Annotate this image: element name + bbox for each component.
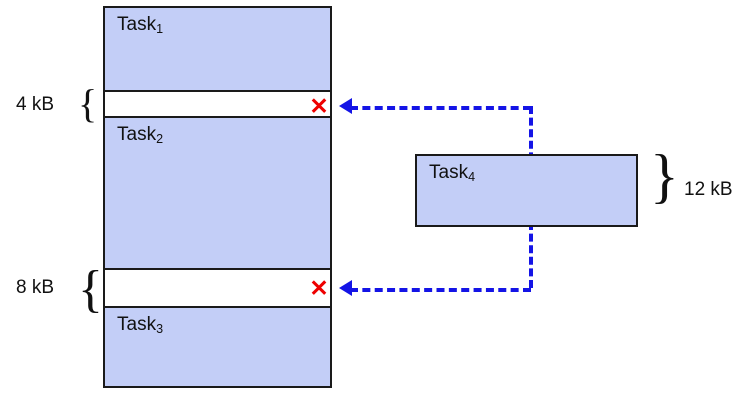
arrowhead-to-8kb-gap [339,280,352,296]
task2-bottom-edge [105,268,330,270]
memory-block-free-8kb [105,270,330,308]
memory-block-task2: Task2 [105,118,330,270]
incoming-task4-box: Task4 [415,154,638,227]
brace-4kb: { [78,81,98,126]
size-label-12kb: 12 kB [684,179,733,200]
memory-block-task3: Task3 [105,308,330,386]
arrowhead-to-4kb-gap [339,98,352,114]
task4-index: 4 [468,169,476,184]
brace-12kb: } [650,143,679,209]
task1-index: 1 [156,21,164,36]
incoming-task4-label: Task4 [429,162,475,184]
connector-arm-bottom [350,288,531,292]
task4-name: Task [429,162,469,183]
task1-bottom-edge [105,90,330,92]
size-label-4kb: 4 kB [16,94,55,115]
memory-block-free-4kb [105,92,330,118]
memory-block-task3-label: Task3 [117,314,163,336]
task3-name: Task [117,314,157,335]
task2-index: 2 [156,131,164,146]
task3-index: 3 [156,321,164,336]
reject-x-icon-4kb: ✕ [309,93,329,119]
memory-block-task1-label: Task1 [117,14,163,36]
brace-8kb: { [78,261,103,318]
free4kb-bottom-edge [105,116,330,118]
memory-column: Task1 Task2 Task3 [103,6,332,388]
reject-x-icon-8kb: ✕ [309,275,329,301]
free8kb-bottom-edge [105,306,330,308]
memory-block-task1: Task1 [105,8,330,92]
size-label-8kb: 8 kB [16,277,55,298]
memory-block-task2-label: Task2 [117,124,163,146]
task1-name: Task [117,14,157,35]
connector-arm-top [350,106,531,110]
task2-name: Task [117,124,157,145]
